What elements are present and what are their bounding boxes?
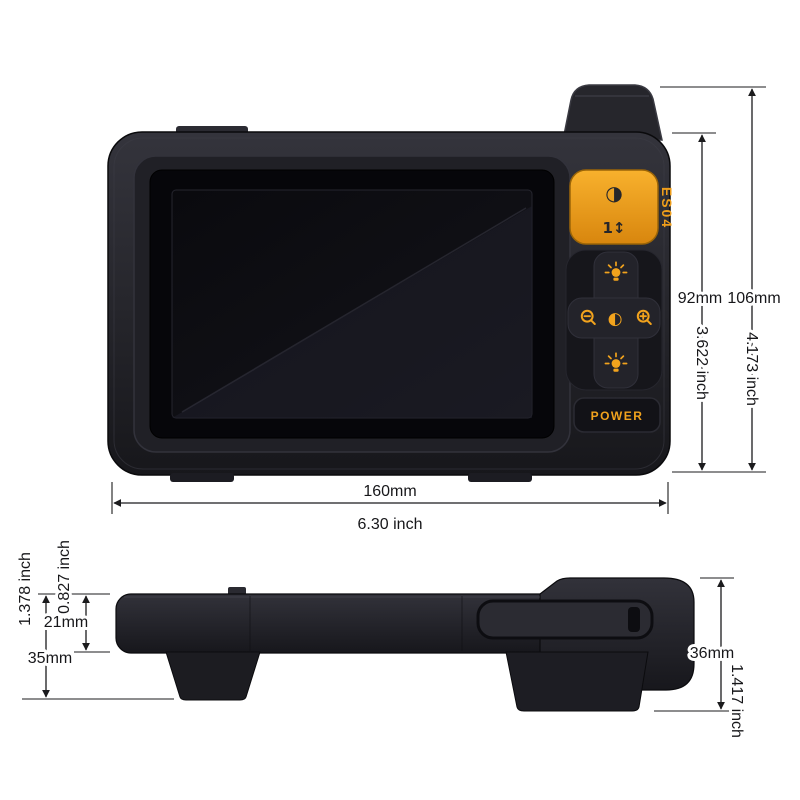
side-view	[115, 577, 695, 712]
left-height-mm-label: 35mm	[28, 650, 72, 667]
zoom-in-icon	[636, 309, 652, 325]
front-view: ◑ 1↕ ◐ POWER ES04	[107, 84, 675, 482]
power-button	[573, 397, 661, 433]
right-foot	[505, 651, 649, 712]
width-inch-label: 6.30 inch	[358, 516, 423, 533]
total-height-mm-label: 106mm	[727, 290, 780, 307]
width-mm-label: 160mm	[363, 483, 416, 500]
belt-clip-slot	[628, 607, 640, 632]
function-button-group: ◑ 1↕ ◐ POWER	[565, 169, 663, 433]
total-height-inch-label: 4.173 inch	[743, 332, 760, 406]
rotate-button-group	[569, 169, 659, 245]
body-thickness-mm-label: 21mm	[44, 614, 88, 631]
probe-mount	[562, 84, 663, 141]
front-dimensions: 92mm 106mm 3.622 inch 4.173 inch 160mm 6…	[111, 86, 784, 536]
side-dimensions: 21mm 35mm 0.827 inch 1.378 inch 36mm 1.4…	[14, 537, 748, 741]
belt-clip	[476, 599, 654, 640]
flip-icon: 1↕	[602, 219, 625, 237]
power-label: POWER	[591, 409, 644, 423]
model-label: ES04	[659, 187, 675, 229]
display-icon: ◐	[608, 309, 623, 329]
left-height-inch-label: 1.378 inch	[17, 552, 34, 626]
body-thickness-inch-label: 0.827 inch	[56, 540, 73, 614]
left-foot	[165, 651, 261, 701]
right-height-mm-label: 36mm	[690, 645, 734, 662]
screen-height-inch-label: 3.622 inch	[693, 326, 710, 400]
contrast-icon: ◑	[605, 181, 622, 205]
zoom-out-icon	[580, 309, 596, 325]
right-height-inch-label: 1.417 inch	[728, 664, 745, 738]
screen-height-mm-label: 92mm	[678, 290, 722, 307]
